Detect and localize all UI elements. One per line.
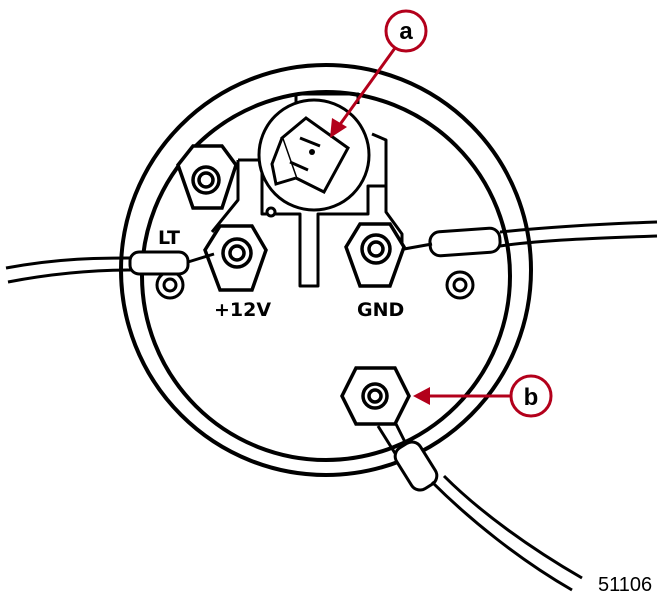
figure-number: 51106 [598,574,652,596]
label-gnd: GND [357,299,404,321]
callout-b-label: b [524,384,539,411]
callout-b: b [413,374,553,418]
gnd-terminal-nut [344,222,406,288]
callout-a-label: a [399,18,413,45]
gauge-inner-ring [140,90,512,462]
mounting-holes [155,206,475,300]
callout-a: a [330,9,428,138]
mounting-hole-small [265,206,277,218]
lamp-socket [257,98,371,212]
label-lt: LT [158,227,180,249]
case-ground-nut [340,366,411,426]
callout-a-circle [384,9,428,53]
wire-ground-lead [403,220,658,258]
label-plus12v: +12V [214,299,271,321]
callout-b-circle [509,374,553,418]
plus12v-terminal-nut [203,224,268,292]
wire-case-ground-lead [376,423,583,592]
lamp-terminal-nut [176,144,238,210]
wire-lighting-lead [5,250,215,284]
